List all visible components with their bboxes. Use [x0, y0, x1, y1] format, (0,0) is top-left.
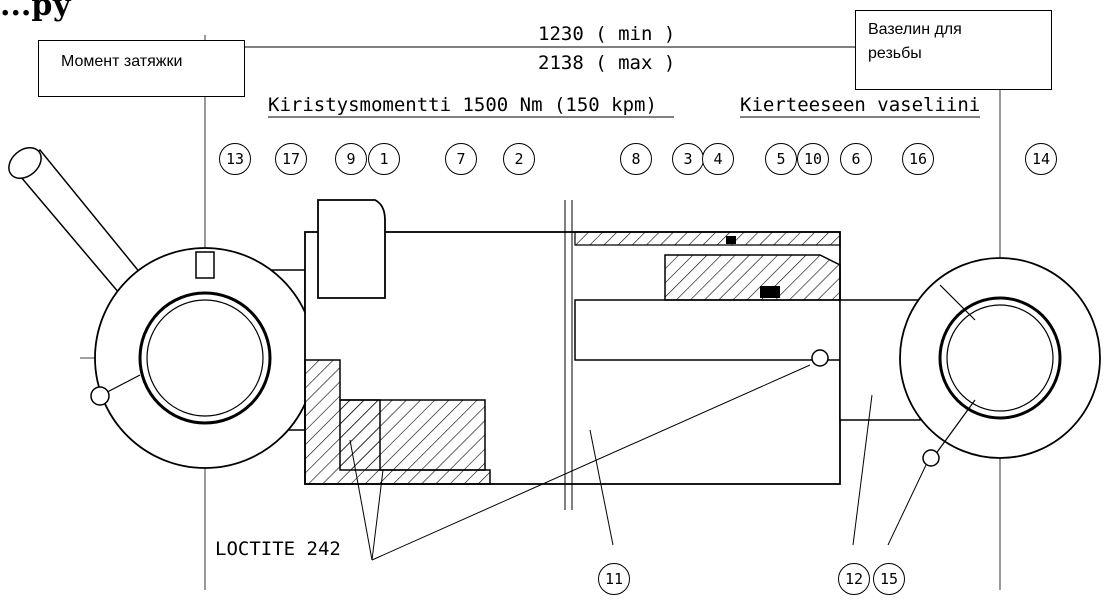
torque-note: Kiristysmomentti 1500 Nm (150 kpm): [268, 94, 657, 116]
callout-2: 2: [503, 143, 535, 175]
callout-7: 7: [445, 143, 477, 175]
dimension-min-label: 1230 ( min ): [538, 23, 676, 45]
callout-1: 1: [368, 143, 400, 175]
callout-10: 10: [797, 143, 829, 175]
thread-note: Kierteeseen vaseliini: [740, 94, 981, 116]
callout-3: 3: [672, 143, 704, 175]
heading-fragment: ...ру: [0, 0, 72, 23]
callout-9: 9: [335, 143, 367, 175]
callout-11: 11: [598, 563, 630, 595]
callout-12: 12: [838, 563, 870, 595]
callout-13: 13: [219, 143, 251, 175]
dimension-max-label: 2138 ( max ): [538, 52, 676, 74]
callout-5: 5: [765, 143, 797, 175]
loctite-note: LOCTITE 242: [215, 538, 341, 560]
callout-16: 16: [902, 143, 934, 175]
callout-6: 6: [840, 143, 872, 175]
callout-8: 8: [620, 143, 652, 175]
callout-14: 14: [1025, 143, 1057, 175]
callout-15: 15: [873, 563, 905, 595]
thread-grease-box: Вазелин для резьбы: [855, 10, 1052, 90]
tightening-torque-box: Момент затяжки: [38, 40, 245, 97]
callout-4: 4: [702, 143, 734, 175]
callout-17: 17: [275, 143, 307, 175]
